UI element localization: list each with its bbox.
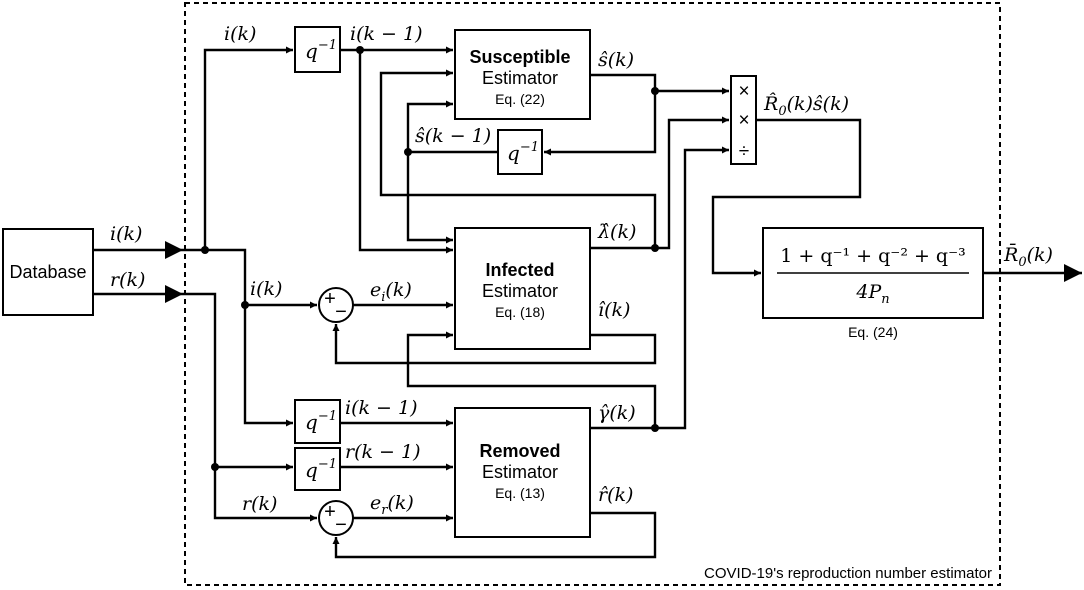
divide-op: ÷ <box>739 141 749 162</box>
svg-text:−: − <box>335 514 347 536</box>
delay-block-infected-input: q−1 <box>294 26 341 73</box>
infected-subtitle: Estimator <box>482 281 558 301</box>
multiply-divide-block: × × ÷ <box>730 75 757 165</box>
susceptible-title: Susceptible <box>469 47 570 67</box>
label-database-r: r(k) <box>110 269 145 291</box>
label-i-hat: î(k) <box>598 299 630 321</box>
frame-caption: COVID-19's reproduction number estimator <box>704 565 992 582</box>
label-s-hat-minus-1: ŝ(k − 1) <box>415 125 491 147</box>
averaging-filter-block: 1 + q⁻¹ + q⁻² + q⁻³ 4Pn Eq. (24) <box>762 227 984 340</box>
label-i-k-minus-1-removed: i(k − 1) <box>345 397 418 419</box>
sum-junction-infected: + − <box>318 287 354 323</box>
delay-block-susceptible-feedback: q−1 <box>497 129 543 175</box>
svg-text:q−1: q−1 <box>305 409 337 434</box>
removed-estimator-block: Removed Estimator Eq. (13) <box>454 407 591 538</box>
infected-title: Infected <box>485 260 554 280</box>
infected-equation-ref: Eq. (18) <box>495 304 545 320</box>
label-gamma-hat: γ̂(k) <box>598 402 636 424</box>
susceptible-equation-ref: Eq. (22) <box>495 91 545 107</box>
label-R0-hat-s-hat: R̂0(k)ŝ(k) <box>763 93 849 119</box>
signal-wires <box>93 46 1082 559</box>
delay-block-removed-r: q−1 <box>294 447 341 491</box>
susceptible-subtitle: Estimator <box>482 68 558 88</box>
filter-numerator: 1 + q⁻¹ + q⁻² + q⁻³ <box>780 245 966 267</box>
susceptible-estimator-block: Susceptible Estimator Eq. (22) <box>454 29 591 120</box>
filter-denominator: 4Pn <box>855 281 889 307</box>
svg-text:+: + <box>324 288 336 310</box>
removed-subtitle: Estimator <box>482 462 558 482</box>
svg-text:q−1: q−1 <box>305 457 337 482</box>
database-block: Database <box>2 228 94 316</box>
infected-estimator-block: Infected Estimator Eq. (18) <box>454 227 591 350</box>
label-mid-i: i(k) <box>250 278 282 300</box>
svg-text:q−1: q−1 <box>305 38 337 63</box>
sum-junction-removed: + − <box>318 500 354 536</box>
label-r-hat: r̂(k) <box>598 484 633 506</box>
removed-equation-ref: Eq. (13) <box>495 485 545 501</box>
label-top-i: i(k) <box>224 23 256 45</box>
label-e-i: ei(k) <box>370 279 412 305</box>
filter-equation-ref: Eq. (24) <box>848 324 898 340</box>
multiply-op-2: × <box>738 110 749 131</box>
junction-dots <box>201 46 659 471</box>
multiply-op-1: × <box>738 81 749 102</box>
svg-text:−: − <box>335 301 347 323</box>
database-label: Database <box>9 262 86 282</box>
label-lambda-hat: λ̂(k) <box>597 221 636 243</box>
svg-text:q−1: q−1 <box>507 140 539 165</box>
delay-block-removed-i: q−1 <box>294 399 341 444</box>
label-bottom-r: r(k) <box>242 493 277 515</box>
label-e-r: er(k) <box>370 492 414 518</box>
signal-labels: i(k) r(k) i(k) i(k − 1) ŝ(k) ŝ(k − 1) λ̂… <box>110 23 1053 518</box>
label-r-k-minus-1: r(k − 1) <box>345 441 421 463</box>
label-s-hat: ŝ(k) <box>598 49 634 71</box>
removed-title: Removed <box>479 441 560 461</box>
label-i-k-minus-1-top: i(k − 1) <box>350 23 423 45</box>
label-R0-bar: R̄0(k) <box>1003 243 1053 270</box>
label-database-i: i(k) <box>110 223 142 245</box>
svg-text:+: + <box>324 501 336 523</box>
